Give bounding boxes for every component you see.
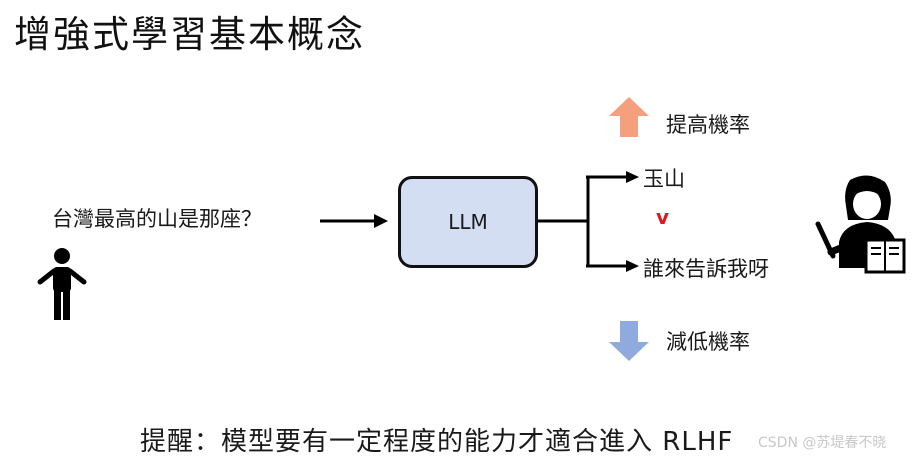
increase-probability-label: 提高機率	[666, 113, 750, 137]
page-title: 增強式學習基本概念	[14, 13, 365, 56]
down-arrow-icon	[609, 321, 649, 361]
teacher-icon	[815, 175, 906, 274]
question-text: 台灣最高的山是那座？	[52, 207, 262, 231]
llm-label: LLM	[448, 210, 488, 234]
output-branch-connector	[538, 171, 639, 272]
input-arrow	[320, 214, 388, 228]
answer-top-label: 玉山	[643, 167, 685, 191]
up-arrow-icon	[609, 97, 649, 137]
user-icon	[37, 248, 87, 320]
reminder-text: 提醒：模型要有一定程度的能力才適合進入 RLHF	[140, 427, 734, 457]
feedback-mark: v	[656, 205, 670, 229]
decrease-probability-label: 減低機率	[666, 330, 750, 354]
llm-box: LLM	[398, 176, 538, 268]
watermark: CSDN @苏堤春不晓	[758, 435, 887, 451]
answer-bottom-label: 誰來告訴我呀	[643, 257, 769, 281]
